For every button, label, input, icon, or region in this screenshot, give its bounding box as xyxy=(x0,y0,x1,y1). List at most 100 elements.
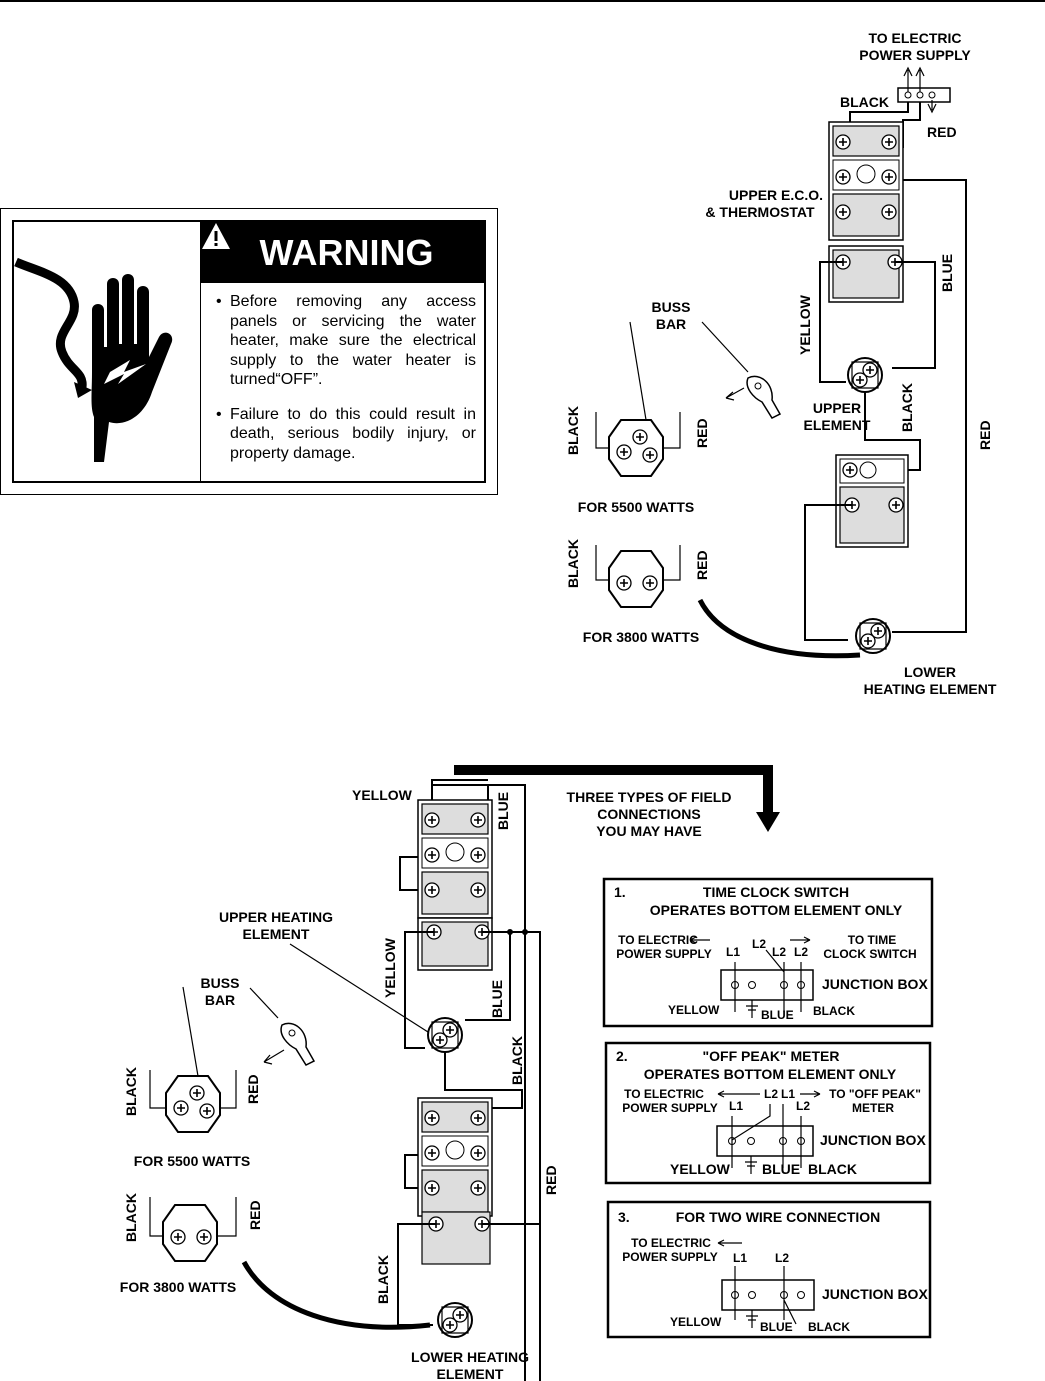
wire-label: YELLOW xyxy=(668,1003,720,1017)
upper-element-label: UPPER xyxy=(813,400,861,416)
wire-black-label: BLACK xyxy=(123,1067,139,1116)
wire-label: BLACK xyxy=(813,1004,855,1018)
upper-heating-element xyxy=(428,1018,462,1052)
left-label: POWER SUPPLY xyxy=(622,1101,718,1115)
for-5500-watts-label: FOR 5500 WATTS xyxy=(134,1153,250,1169)
wire-black-label: BLACK xyxy=(840,94,889,110)
buss-bar xyxy=(280,1022,315,1066)
power-supply-label: POWER SUPPLY xyxy=(859,47,971,63)
lower-element-label: LOWER xyxy=(904,664,956,680)
element-5500w xyxy=(609,420,663,476)
upper-thermostat xyxy=(829,122,903,240)
field-connections-label: THREE TYPES OF FIELD xyxy=(567,789,732,805)
wire-black-label: BLACK xyxy=(899,383,915,432)
terminal-label: L2 xyxy=(772,945,786,959)
wire-black-label: BLACK xyxy=(565,406,581,455)
for-3800-watts-label: FOR 3800 WATTS xyxy=(583,629,699,645)
junction-box-label: JUNCTION BOX xyxy=(822,1286,928,1302)
connection-number: 2. xyxy=(616,1048,628,1064)
wire-blue-label: BLUE xyxy=(495,792,511,830)
warning-header: WARNING xyxy=(201,222,484,283)
for-5500-watts-label: FOR 5500 WATTS xyxy=(578,499,694,515)
terminal-label: L2 xyxy=(764,1087,778,1101)
connection-number: 3. xyxy=(618,1209,630,1225)
warning-title: WARNING xyxy=(259,231,434,273)
terminal-label: L2 xyxy=(794,945,808,959)
buss-bar-label: BAR xyxy=(656,316,686,332)
wire-red-label: RED xyxy=(245,1074,261,1104)
wire-label: BLACK xyxy=(808,1320,850,1334)
element-5500w xyxy=(166,1076,220,1132)
bottom-wiring-diagram: THREE TYPES OF FIELD CONNECTIONS YOU MAY… xyxy=(120,765,780,1381)
terminal-label: L1 xyxy=(781,1087,795,1101)
wire-label: YELLOW xyxy=(670,1161,731,1177)
wire-red-label: RED xyxy=(543,1165,559,1195)
buss-bar xyxy=(746,375,781,419)
power-supply-label: TO ELECTRIC xyxy=(868,30,961,46)
lower-heating-element xyxy=(438,1303,472,1337)
lower-heating-element-label: LOWER HEATING xyxy=(411,1349,529,1365)
top-wiring-diagram: TO ELECTRIC POWER SUPPLY BLACK RED UPPER… xyxy=(565,30,997,697)
connection-title: "OFF PEAK" METER xyxy=(703,1048,840,1064)
left-label: POWER SUPPLY xyxy=(622,1250,718,1264)
warning-item: Failure to do this could result in death… xyxy=(214,405,476,464)
wire-yellow-label: YELLOW xyxy=(797,294,813,355)
terminal-label: L1 xyxy=(726,945,740,959)
wire-yellow-label: YELLOW xyxy=(382,937,398,998)
warning-box: WARNING Before removing any access panel… xyxy=(12,220,486,483)
warning-panel: WARNING Before removing any access panel… xyxy=(0,208,498,495)
junction-box-label: JUNCTION BOX xyxy=(820,1132,926,1148)
element-3800w xyxy=(162,1204,218,1262)
right-label: METER xyxy=(852,1101,894,1115)
upper-heating-element-label: ELEMENT xyxy=(243,926,310,942)
wire-label: BLACK xyxy=(808,1161,857,1177)
wire-blue-label: BLUE xyxy=(939,254,955,292)
page-top-rule xyxy=(0,0,1045,2)
connection-title: OPERATES BOTTOM ELEMENT ONLY xyxy=(650,902,903,918)
wire-blue-label: BLUE xyxy=(489,980,505,1018)
terminal-label: L1 xyxy=(729,1099,743,1113)
right-label: TO "OFF PEAK" xyxy=(829,1087,921,1101)
upper-thermostat xyxy=(418,800,492,918)
connection-box-1: 1. TIME CLOCK SWITCH OPERATES BOTTOM ELE… xyxy=(602,877,934,1028)
buss-bar-label: BUSS xyxy=(201,975,240,991)
wire-label: BLUE xyxy=(760,1320,793,1334)
connection-title: TIME CLOCK SWITCH xyxy=(703,884,849,900)
thermostat-label: UPPER E.C.O. xyxy=(729,187,823,203)
terminal-label: L1 xyxy=(733,1251,747,1265)
left-label: POWER SUPPLY xyxy=(616,947,712,961)
wire-red-label: RED xyxy=(247,1200,263,1230)
lower-heating-element xyxy=(856,619,890,653)
wire-red-label: RED xyxy=(694,418,710,448)
field-connections-label: CONNECTIONS xyxy=(597,806,700,822)
right-label: CLOCK SWITCH xyxy=(823,947,916,961)
wire-red-label: RED xyxy=(977,420,993,450)
right-label: TO TIME xyxy=(848,933,896,947)
lower-element-label: HEATING ELEMENT xyxy=(864,681,997,697)
terminal-label: L2 xyxy=(752,937,766,951)
for-3800-watts-label: FOR 3800 WATTS xyxy=(120,1279,236,1295)
upper-element-label: ELEMENT xyxy=(804,417,871,433)
connection-box-3: 3. FOR TWO WIRE CONNECTION TO ELECTRIC P… xyxy=(606,1200,932,1339)
connection-title: FOR TWO WIRE CONNECTION xyxy=(676,1209,881,1225)
left-label: TO ELECTRIC xyxy=(618,933,698,947)
terminal-label: L2 xyxy=(775,1251,789,1265)
junction-box-label: JUNCTION BOX xyxy=(822,976,928,992)
buss-bar-label: BUSS xyxy=(652,299,691,315)
connection-title: OPERATES BOTTOM ELEMENT ONLY xyxy=(644,1066,897,1082)
field-connections-label: YOU MAY HAVE xyxy=(596,823,702,839)
connection-box-2: 2. "OFF PEAK" METER OPERATES BOTTOM ELEM… xyxy=(604,1041,932,1185)
left-label: TO ELECTRIC xyxy=(631,1236,711,1250)
wire-label: BLUE xyxy=(762,1161,800,1177)
connection-number: 1. xyxy=(614,884,626,900)
buss-bar-label: BAR xyxy=(205,992,235,1008)
thermostat-label: & THERMOSTAT xyxy=(705,204,815,220)
wire-red-label: RED xyxy=(694,550,710,580)
wire-label: BLUE xyxy=(761,1008,794,1022)
wire-black-label: BLACK xyxy=(123,1193,139,1242)
wire-yellow-label: YELLOW xyxy=(352,787,413,803)
lower-thermostat xyxy=(418,1098,492,1216)
wire-black-label: BLACK xyxy=(375,1255,391,1304)
element-3800w xyxy=(608,550,664,608)
